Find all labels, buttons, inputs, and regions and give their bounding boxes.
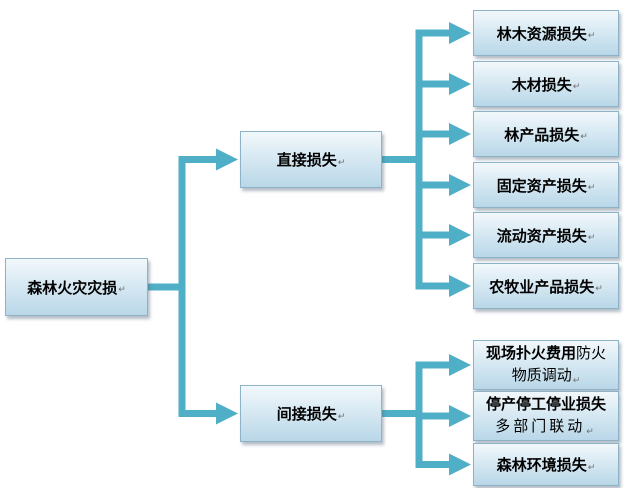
branch-node-indirect-loss: 间接损失↵	[240, 385, 382, 442]
leaf-node-forest-product-loss: 林产品损失↵	[473, 111, 619, 157]
direct-connector-arrow-4	[419, 224, 471, 246]
indirect-label: 间接损失	[276, 405, 337, 423]
leaf-label: 林产品损失	[504, 125, 580, 144]
leaf-line-1: 现场扑火费用防火	[486, 342, 606, 364]
edit-mark: ↵	[595, 284, 603, 294]
root-connector-stem	[148, 283, 186, 291]
leaf-label-normal: 防火	[576, 343, 607, 362]
leaf-node-forest-resource-loss: 林木资源损失↵	[473, 10, 619, 56]
leaf-node-timber-loss: 木材损失↵	[473, 61, 619, 107]
root-connector-spine	[178, 156, 186, 417]
indirect-connector-stem	[382, 410, 423, 417]
leaf-line-2: 多部门联动↵	[495, 415, 597, 440]
leaf-line-2: 物质调动↵	[512, 364, 581, 389]
direct-label: 直接损失	[276, 151, 337, 169]
edit-mark: ↵	[337, 411, 346, 422]
leaf-label: 木材损失	[511, 75, 572, 94]
leaf-label: 流动资产损失	[496, 226, 587, 245]
leaf-label: 农牧业产品损失	[489, 277, 595, 296]
leaf-node-agri-product-loss: 农牧业产品损失↵	[473, 263, 619, 309]
edit-mark: ↵	[587, 31, 596, 41]
leaf-sublabel: 物质调动	[511, 365, 572, 384]
leaf-sublabel: 多部门联动	[495, 416, 586, 435]
leaf-node-firefighting-cost: 现场扑火费用防火 物质调动↵	[473, 340, 619, 390]
edit-mark: ↵	[580, 132, 588, 142]
root-label: 森林火灾灾损	[27, 278, 118, 297]
direct-connector-arrow-0	[419, 22, 471, 44]
direct-connector-arrow-1	[419, 73, 471, 95]
direct-connector-arrow-2	[419, 123, 471, 145]
edit-mark: ↵	[587, 233, 596, 243]
indirect-connector-arrow-0	[419, 354, 471, 376]
indirect-connector-arrow-1	[419, 405, 471, 427]
direct-connector-stem	[382, 156, 423, 163]
edit-mark: ↵	[572, 375, 581, 386]
leaf-line-1: 停产停工停业损失	[485, 394, 606, 413]
edit-mark: ↵	[337, 157, 346, 168]
edit-mark: ↵	[118, 285, 126, 295]
direct-connector-arrow-3	[419, 174, 471, 196]
leaf-node-current-asset-loss: 流动资产损失↵	[473, 212, 619, 258]
direct-connector-arrow-5	[419, 275, 471, 297]
edit-mark: ↵	[572, 82, 581, 92]
leaf-node-forest-environment-loss: 森林环境损失↵	[473, 443, 619, 486]
direct-connector-spine	[415, 29, 423, 290]
leaf-label: 森林环境损失	[496, 456, 587, 474]
edit-mark: ↵	[586, 426, 597, 437]
edit-mark: ↵	[587, 462, 596, 473]
root-node-forest-fire-loss: 森林火灾灾损↵	[5, 258, 148, 316]
branch-node-direct-loss: 直接损失↵	[240, 131, 382, 188]
leaf-node-shutdown-loss: 停产停工停业损失 多部门联动↵	[473, 391, 619, 441]
leaf-node-fixed-asset-loss: 固定资产损失↵	[473, 162, 619, 208]
leaf-label: 固定资产损失	[496, 176, 587, 195]
leaf-label: 林木资源损失	[496, 24, 587, 43]
edit-mark: ↵	[587, 183, 596, 193]
indirect-connector-arrow-2	[419, 453, 471, 476]
root-connector-arrow-1	[182, 402, 238, 425]
leaf-label-bold: 现场扑火费用	[485, 343, 576, 362]
root-connector-arrow-0	[182, 148, 238, 171]
